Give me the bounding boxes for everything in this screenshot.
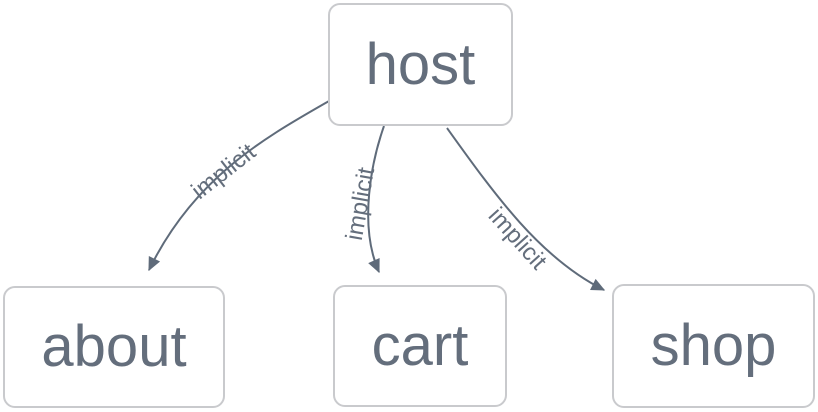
node-host-label: host (365, 31, 476, 97)
node-host: host (328, 3, 513, 126)
node-about: about (3, 286, 225, 408)
node-shop: shop (612, 284, 815, 408)
edge-host-shop (446, 127, 606, 291)
edge-host-about (148, 100, 330, 272)
node-shop-label: shop (650, 313, 777, 378)
node-cart-label: cart (371, 313, 469, 378)
node-about-label: about (41, 314, 187, 379)
node-cart: cart (333, 285, 507, 407)
edge-host-cart (367, 125, 385, 274)
